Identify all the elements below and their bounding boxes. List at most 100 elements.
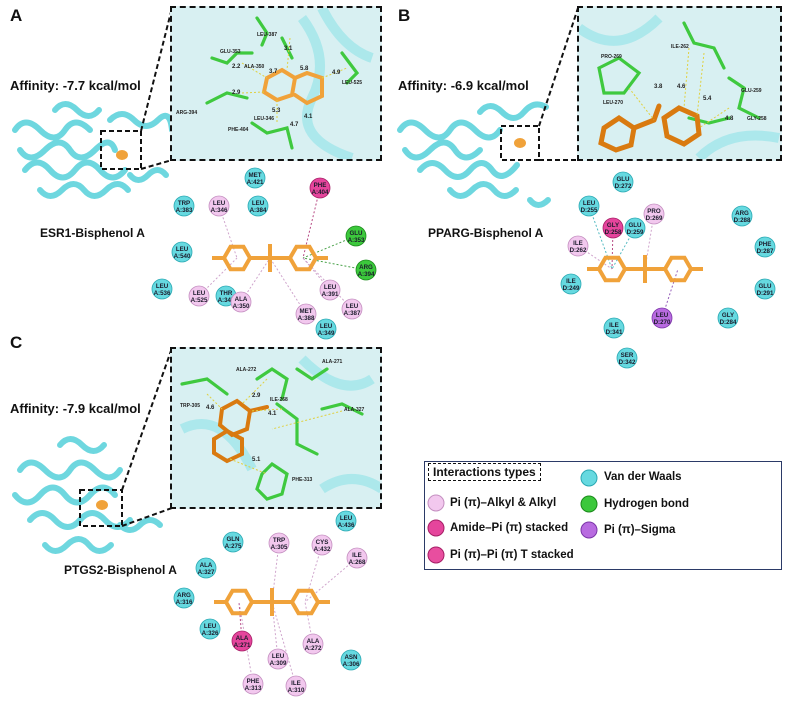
interaction-line-0-13: [302, 257, 353, 310]
residue-label-1-11-0: GLY: [722, 312, 735, 319]
residue-label-2-11-0: ASN: [344, 654, 358, 661]
residue-label-0-2-1: A:346: [211, 207, 228, 214]
panel-b-affinity: Affinity: -6.9 kcal/mol: [398, 78, 529, 93]
residue-label-0-7-1: A:394: [358, 271, 375, 278]
interaction-line-0-7: [302, 257, 367, 271]
residue-label-1-9-1: D:291: [757, 290, 774, 297]
interaction-line-0-2: [218, 205, 238, 259]
residue-label-2-12-1: A:313: [245, 685, 262, 692]
residue-label-0-8-0: LEU: [156, 283, 169, 290]
residue-label-2-13-0: ILE: [291, 680, 301, 687]
interaction-line-2-3: [304, 544, 323, 603]
inset-c-dist-1: 4.6: [206, 405, 215, 411]
interaction-line-1-10: [661, 268, 679, 319]
residue-label-0-3-1: A:384: [250, 207, 267, 214]
interaction-line-2-10: [304, 601, 314, 645]
interaction-line-2-13: [271, 601, 297, 687]
interaction-line-0-14: [269, 257, 307, 315]
legend-label-alkyl: Pi (π)–Alkyl & Alkyl: [450, 497, 557, 509]
residue-label-1-8-0: ILE: [566, 278, 576, 285]
residue-label-1-6-1: D:262: [570, 247, 587, 254]
residue-label-1-3-1: D:269: [646, 215, 663, 222]
residue-label-0-1-0: TRP: [178, 200, 190, 207]
residue-label-2-6-1: A:316: [176, 599, 193, 606]
residue-label-0-10-0: THR: [220, 290, 233, 297]
residue-label-0-0-1: A:421: [247, 179, 264, 186]
inset-a-res-5: LEU-346: [254, 116, 274, 122]
panel-a-inset-render: LEU-387 GLU-353 ALA-350 ARG-394 LEU-346 …: [172, 8, 380, 159]
residue-label-2-2-0: TRP: [273, 537, 285, 544]
legend-label-tstack: Pi (π)–Pi (π) T stacked: [450, 549, 574, 561]
residue-label-1-3-0: PRO: [647, 208, 661, 215]
inset-a-res-6: PHE-404: [228, 127, 249, 133]
legend-title: Interactions types: [428, 463, 541, 481]
residue-label-2-12-0: PHE: [247, 678, 260, 685]
residue-label-0-6-1: A:540: [174, 253, 191, 260]
residue-label-2-7-1: A:326: [202, 630, 219, 637]
inset-a-dist-4: 3.7: [269, 69, 278, 75]
residue-label-2-9-1: A:309: [270, 660, 287, 667]
residue-label-2-8-1: A:271: [234, 642, 251, 649]
inset-a-dist-1: 2.2: [232, 64, 241, 70]
residue-label-1-4-0: ARG: [735, 210, 749, 217]
residue-label-2-13-1: A:310: [288, 687, 305, 694]
residue-label-0-4-1: A:404: [312, 189, 329, 196]
panel-c-inset: ALA-272 ALA-271 TRP-305 ILE-268 ALA-327 …: [170, 347, 382, 509]
panel-b-letter: B: [398, 6, 411, 25]
panel-c-inset-render: ALA-272 ALA-271 TRP-305 ILE-268 ALA-327 …: [172, 349, 380, 507]
residue-label-0-12-1: A:391: [322, 291, 339, 298]
inset-b-res-5: GLY-258: [747, 116, 767, 122]
inset-b-dist-4: 4.8: [725, 116, 734, 122]
residue-label-1-10-0: LEU: [656, 312, 669, 319]
panel-a-complex-title: ESR1-Bisphenol A: [40, 226, 145, 240]
interaction-line-1-2: [611, 227, 614, 270]
interaction-line-0-9: [198, 257, 238, 297]
inset-a-res-2: GLU-353: [220, 49, 241, 55]
panel-a-affinity: Affinity: -7.7 kcal/mol: [10, 78, 141, 93]
inset-c-res-4: ILE-268: [270, 397, 288, 403]
inset-b-dist-1: 3.8: [654, 84, 663, 90]
residue-label-1-0-0: GLU: [616, 176, 630, 183]
residue-label-1-2-1: D:258: [605, 229, 622, 236]
residue-label-2-3-1: A:432: [314, 546, 331, 553]
inset-a-dist-8: 4.7: [290, 122, 299, 128]
residue-label-1-2-0: GLY: [607, 222, 620, 229]
residue-label-0-13-1: A:387: [344, 310, 361, 317]
inset-c-res-3: TRP-305: [180, 403, 200, 409]
inset-c-res-5: ALA-327: [344, 407, 365, 413]
interaction-line-1-6: [577, 245, 613, 270]
inset-c-dist-2: 2.9: [252, 393, 261, 399]
inset-b-dist-2: 4.6: [677, 84, 686, 90]
inset-a-dist-5: 5.8: [300, 66, 309, 72]
interaction-line-2-8: [238, 601, 243, 642]
inset-c-res-2: ALA-271: [322, 359, 343, 365]
interaction-line-0-12: [302, 257, 331, 291]
legend-label-amide: Amide–Pi (π) stacked: [450, 522, 569, 534]
residue-label-2-3-0: CYS: [316, 539, 329, 546]
residue-label-2-9-0: LEU: [272, 653, 285, 660]
residue-label-0-5-1: A:353: [348, 237, 365, 244]
